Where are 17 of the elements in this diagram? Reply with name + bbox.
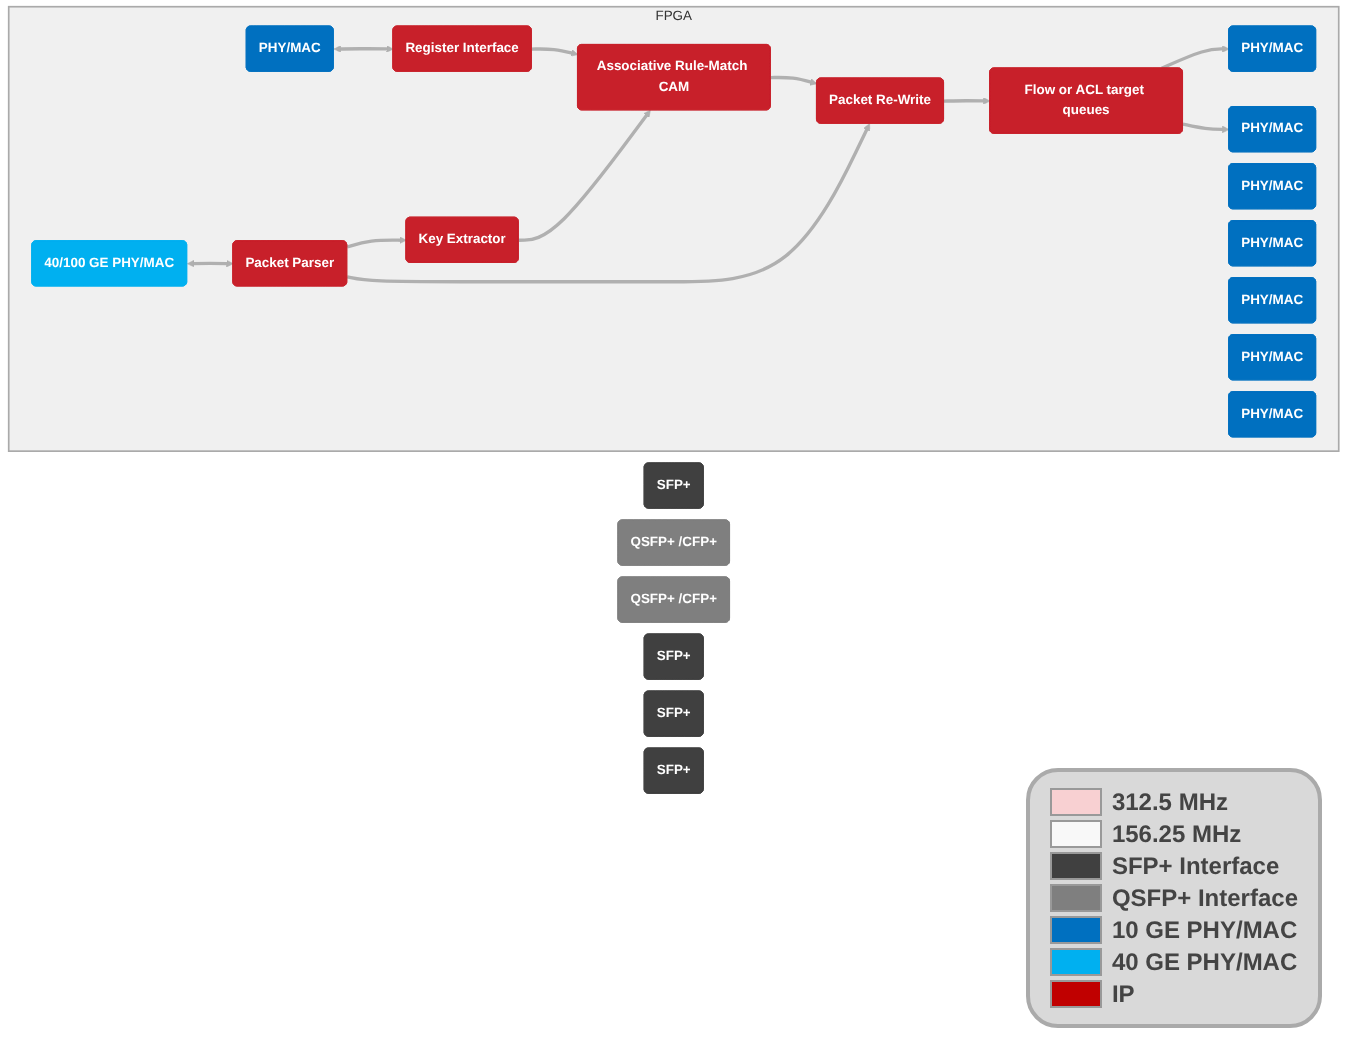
legend-label: 312.5 MHz — [1111, 788, 1228, 816]
legend-label: QSFP+ Interface — [1111, 884, 1298, 912]
arrow — [518, 109, 650, 242]
legend-label: 156.25 MHz — [1111, 820, 1242, 848]
legend-label: 40 GE PHY/MAC — [1111, 948, 1298, 976]
legend-label: SFP+ Interface — [1111, 852, 1280, 880]
arrow — [770, 75, 817, 86]
arrow — [346, 123, 870, 284]
arrow — [1181, 122, 1229, 134]
legend-label: 10 GE PHY/MAC — [1111, 916, 1298, 944]
arrow — [345, 236, 406, 249]
arrow — [531, 47, 578, 57]
arrow — [943, 97, 990, 105]
legend-label: IP — [1111, 980, 1135, 1008]
arrow — [186, 259, 233, 268]
arrow — [333, 45, 393, 53]
arrow — [1160, 45, 1229, 70]
